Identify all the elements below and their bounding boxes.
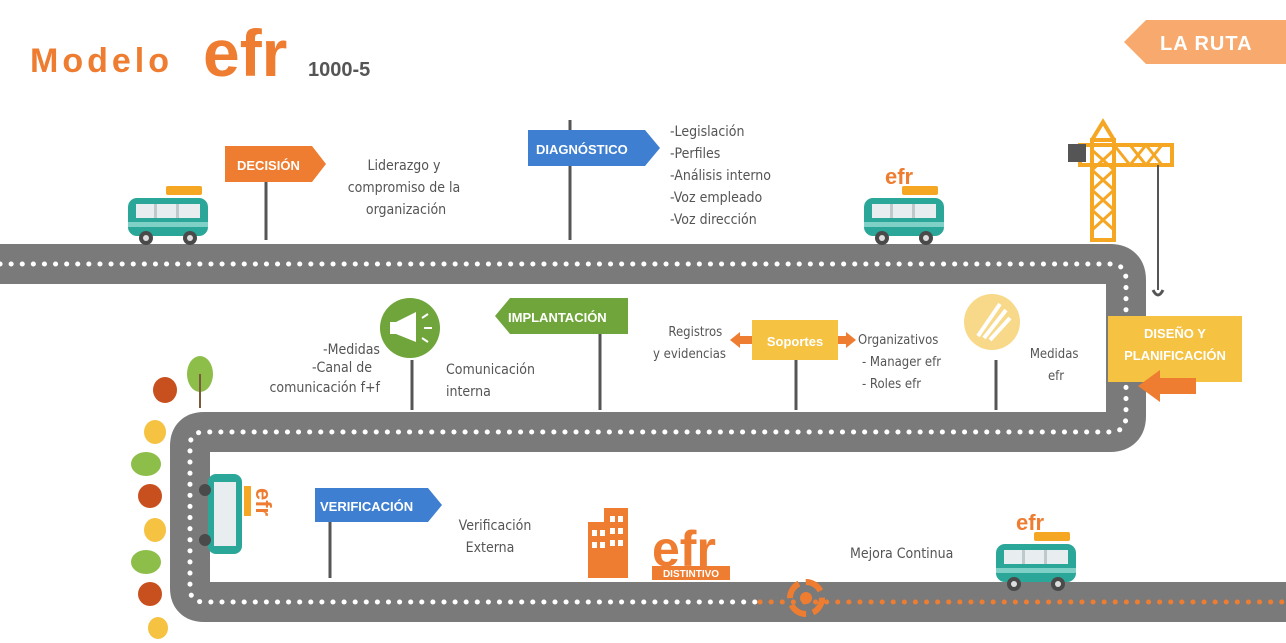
van-3-logo: efr xyxy=(1016,510,1045,535)
sign-verificacion-label: VERIFICACIÓN xyxy=(320,499,413,514)
mejora-continua-text: Mejora Continua xyxy=(850,546,953,562)
medidas-efr-text: Medidas efr xyxy=(1030,347,1082,384)
medidas-list-text: -Medidas -Canal de comunicación f+f xyxy=(269,342,384,396)
crane-icon xyxy=(1068,118,1174,297)
title-brand: efr xyxy=(203,16,287,90)
sign-verificacion: VERIFICACIÓN xyxy=(315,488,442,578)
sign-decision-label: DECISIÓN xyxy=(237,158,300,173)
van-2-logo: efr xyxy=(885,164,914,189)
sign-soportes: Soportes xyxy=(730,320,856,410)
medidas-efr-icon xyxy=(964,294,1020,410)
distintivo-logo: efr DISTINTIVO xyxy=(588,508,730,580)
sign-implantacion: IMPLANTACIÓN xyxy=(495,298,628,410)
sign-diagnostico: DIAGNÓSTICO xyxy=(528,120,660,240)
route-tag: LA RUTA xyxy=(1124,20,1286,64)
svg-text:DISEÑO Y: DISEÑO Y xyxy=(1144,326,1206,341)
sign-decision: DECISIÓN xyxy=(225,146,326,240)
comunicacion-text: Comunicación interna xyxy=(446,362,539,400)
van-2 xyxy=(864,186,944,245)
trees xyxy=(131,356,213,639)
diagnostico-items: -Legislación -Perfiles -Análisis interno… xyxy=(670,124,775,228)
megaphone-icon xyxy=(380,298,440,410)
registros-text: Registros y evidencias xyxy=(653,325,726,362)
van-4-logo: efr xyxy=(251,488,276,517)
verificacion-externa-text: Verificación Externa xyxy=(459,518,536,556)
title: Modelo efr 1000-5 xyxy=(30,16,370,90)
road xyxy=(0,244,1286,622)
van-1 xyxy=(128,186,208,245)
title-version: 1000-5 xyxy=(308,59,370,81)
sign-soportes-label: Soportes xyxy=(767,334,823,349)
distintivo-label: DISTINTIVO xyxy=(663,569,719,580)
liderazgo-text: Liderazgo y compromiso de la organizació… xyxy=(348,158,464,218)
cycle-icon xyxy=(787,579,825,617)
sign-implantacion-label: IMPLANTACIÓN xyxy=(508,310,607,325)
svg-text:PLANIFICACIÓN: PLANIFICACIÓN xyxy=(1124,348,1226,363)
sign-diagnostico-label: DIAGNÓSTICO xyxy=(536,142,628,157)
route-tag-label: LA RUTA xyxy=(1160,33,1253,55)
title-prefix: Modelo xyxy=(30,42,173,80)
sign-diseno: DISEÑO Y PLANIFICACIÓN xyxy=(1108,316,1242,402)
organizativos-text: Organizativos - Manager efr - Roles efr xyxy=(858,333,945,392)
van-4: efr xyxy=(199,474,276,554)
